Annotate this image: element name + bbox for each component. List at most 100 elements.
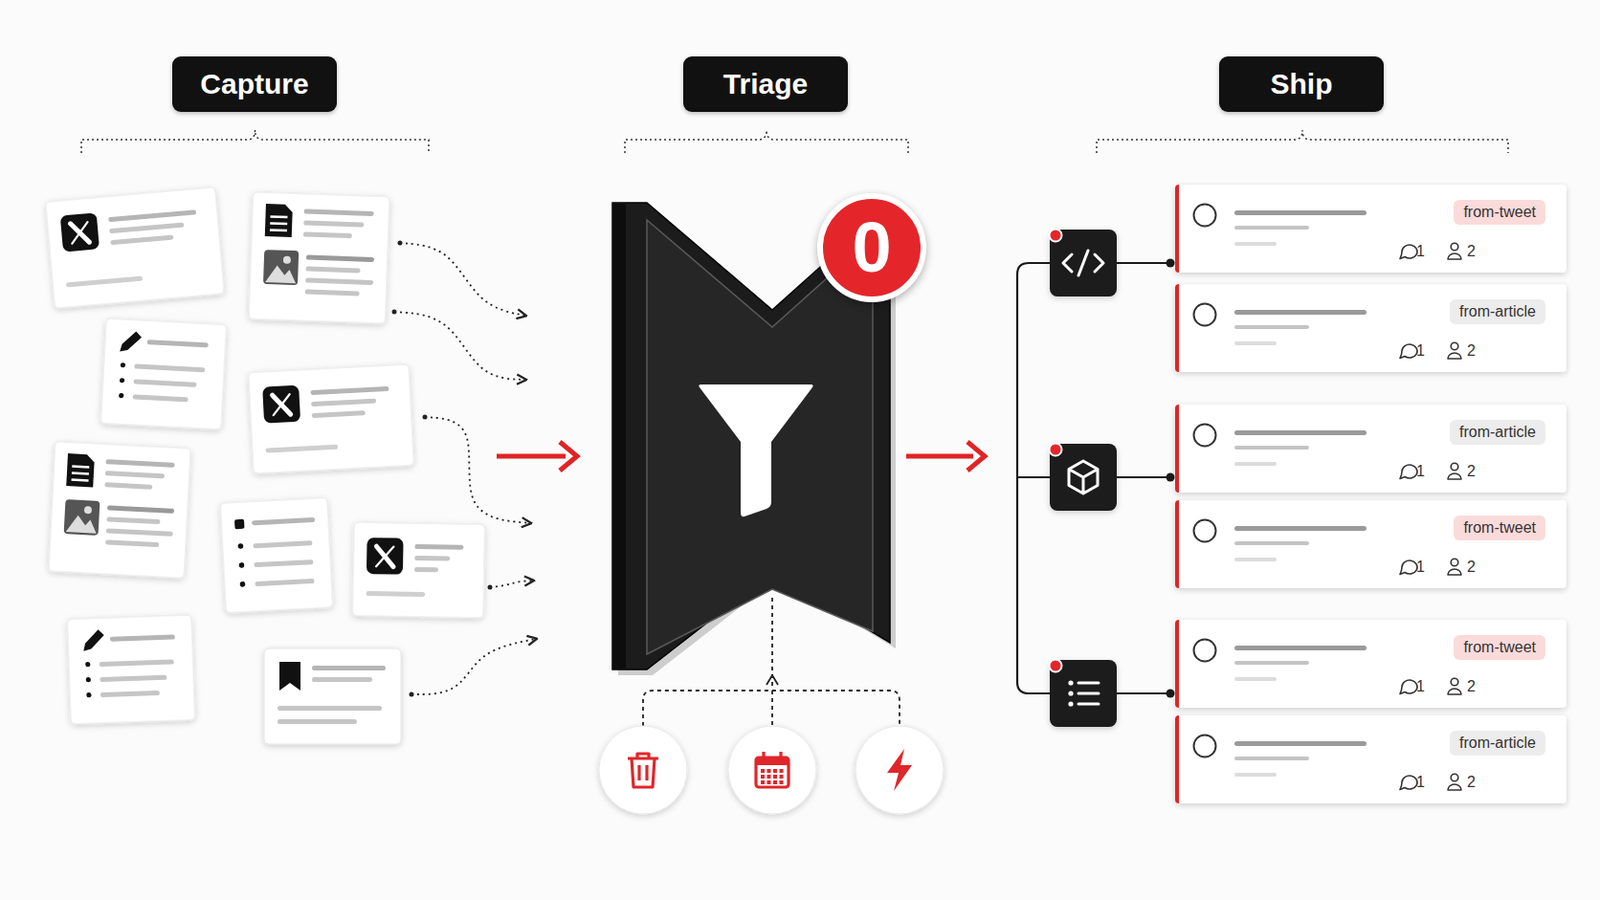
action-ring	[728, 726, 817, 815]
task-card: from-article12	[1175, 284, 1567, 373]
calendar-top	[755, 757, 789, 766]
comment-count: 1	[1416, 462, 1425, 482]
x-logo	[366, 537, 404, 576]
text-line	[107, 505, 175, 514]
list-dot	[1067, 690, 1073, 696]
calendar-cell	[760, 775, 765, 779]
red-arrow-shaft	[906, 454, 974, 460]
calendar-cell	[773, 769, 778, 774]
bracket	[624, 130, 909, 154]
text-line	[104, 482, 153, 490]
capture-card	[48, 441, 192, 578]
checkbox	[1194, 304, 1217, 327]
image-mountain	[66, 514, 98, 534]
assignee-count: 2	[1466, 462, 1476, 482]
comment-count: 1	[1416, 242, 1425, 262]
text-line	[311, 399, 377, 408]
calendar-rings	[763, 752, 781, 762]
x-logo-stroke	[376, 546, 394, 567]
image-mountain	[265, 265, 297, 284]
icon-dot	[1049, 444, 1063, 457]
ship-icon	[1049, 660, 1118, 729]
stage-label: Ship	[1219, 56, 1384, 112]
task-card: from-tweet12	[1175, 500, 1567, 589]
card-art	[1178, 715, 1571, 804]
assignee-count: 2	[1466, 341, 1476, 361]
doc-line	[71, 471, 89, 475]
title-line	[1234, 741, 1367, 747]
comment-icon	[1400, 560, 1418, 575]
text-line	[414, 544, 464, 551]
assignee-count: 2	[1466, 773, 1476, 793]
person-head	[1450, 342, 1459, 351]
person-head	[1450, 463, 1459, 471]
checkbox	[1194, 520, 1217, 543]
doc-line	[71, 478, 89, 482]
list-dot	[1067, 680, 1073, 686]
calendar-cell	[760, 769, 765, 774]
red-arrow-head	[967, 442, 985, 471]
flow-curve	[424, 417, 531, 524]
card-bg	[66, 615, 196, 725]
icon-dot	[1049, 229, 1063, 243]
desc-line	[1234, 325, 1310, 330]
flow-curve	[411, 639, 536, 695]
text-line	[306, 266, 361, 274]
triage-shadow	[618, 208, 896, 676]
bookmark-icon	[279, 662, 301, 691]
bullet	[119, 377, 125, 383]
text-line	[311, 677, 373, 683]
text-line	[277, 706, 382, 712]
doc-icon	[265, 203, 293, 238]
card-bg	[352, 522, 486, 619]
source-tag: from-tweet	[1453, 515, 1546, 541]
text-line	[311, 410, 366, 419]
action-ring	[855, 726, 944, 815]
desc-line	[1234, 225, 1310, 230]
branch-arrow-head	[766, 675, 778, 686]
desc-line	[1234, 661, 1310, 666]
text-line	[266, 444, 339, 454]
comment-icon	[1400, 680, 1418, 694]
bullet	[86, 677, 91, 683]
image-sun	[283, 256, 291, 265]
flow-start-dot	[488, 585, 493, 591]
x-logo-stroke	[70, 222, 90, 244]
calendar-cell	[767, 775, 772, 779]
bullet	[86, 692, 91, 698]
icon-dot	[1049, 660, 1063, 673]
source-tag: from-tweet	[1453, 635, 1546, 661]
text-line	[277, 719, 357, 725]
ship-wire	[1116, 262, 1171, 265]
x-logo	[60, 212, 100, 252]
calendar-cell	[760, 780, 765, 785]
desc-line	[1234, 341, 1277, 346]
person-body	[1447, 473, 1462, 480]
red-arrow-head	[559, 442, 578, 471]
doc-line	[269, 222, 288, 225]
card-art	[1178, 500, 1571, 589]
desc-line	[1234, 462, 1277, 467]
text-line	[253, 559, 313, 568]
x-logo-stroke	[272, 394, 291, 416]
icon-square	[1049, 229, 1117, 297]
bracket	[1096, 130, 1509, 154]
triage-spine	[612, 202, 626, 670]
calendar-cell	[773, 780, 778, 785]
desc-line	[1234, 541, 1310, 546]
ship-icon	[1049, 444, 1118, 512]
text-line	[147, 339, 209, 348]
card-bg	[264, 648, 401, 745]
flow-curve	[489, 580, 534, 588]
calendar-body	[755, 757, 789, 788]
calendar-cell	[767, 780, 772, 785]
comment-count: 1	[1416, 557, 1425, 578]
flow-start-dot	[422, 415, 428, 421]
text-line	[105, 459, 175, 468]
stage-label: Capture	[172, 56, 337, 112]
person-body	[1447, 569, 1462, 576]
action-circle	[728, 726, 817, 815]
stage-label: Triage	[683, 56, 848, 112]
